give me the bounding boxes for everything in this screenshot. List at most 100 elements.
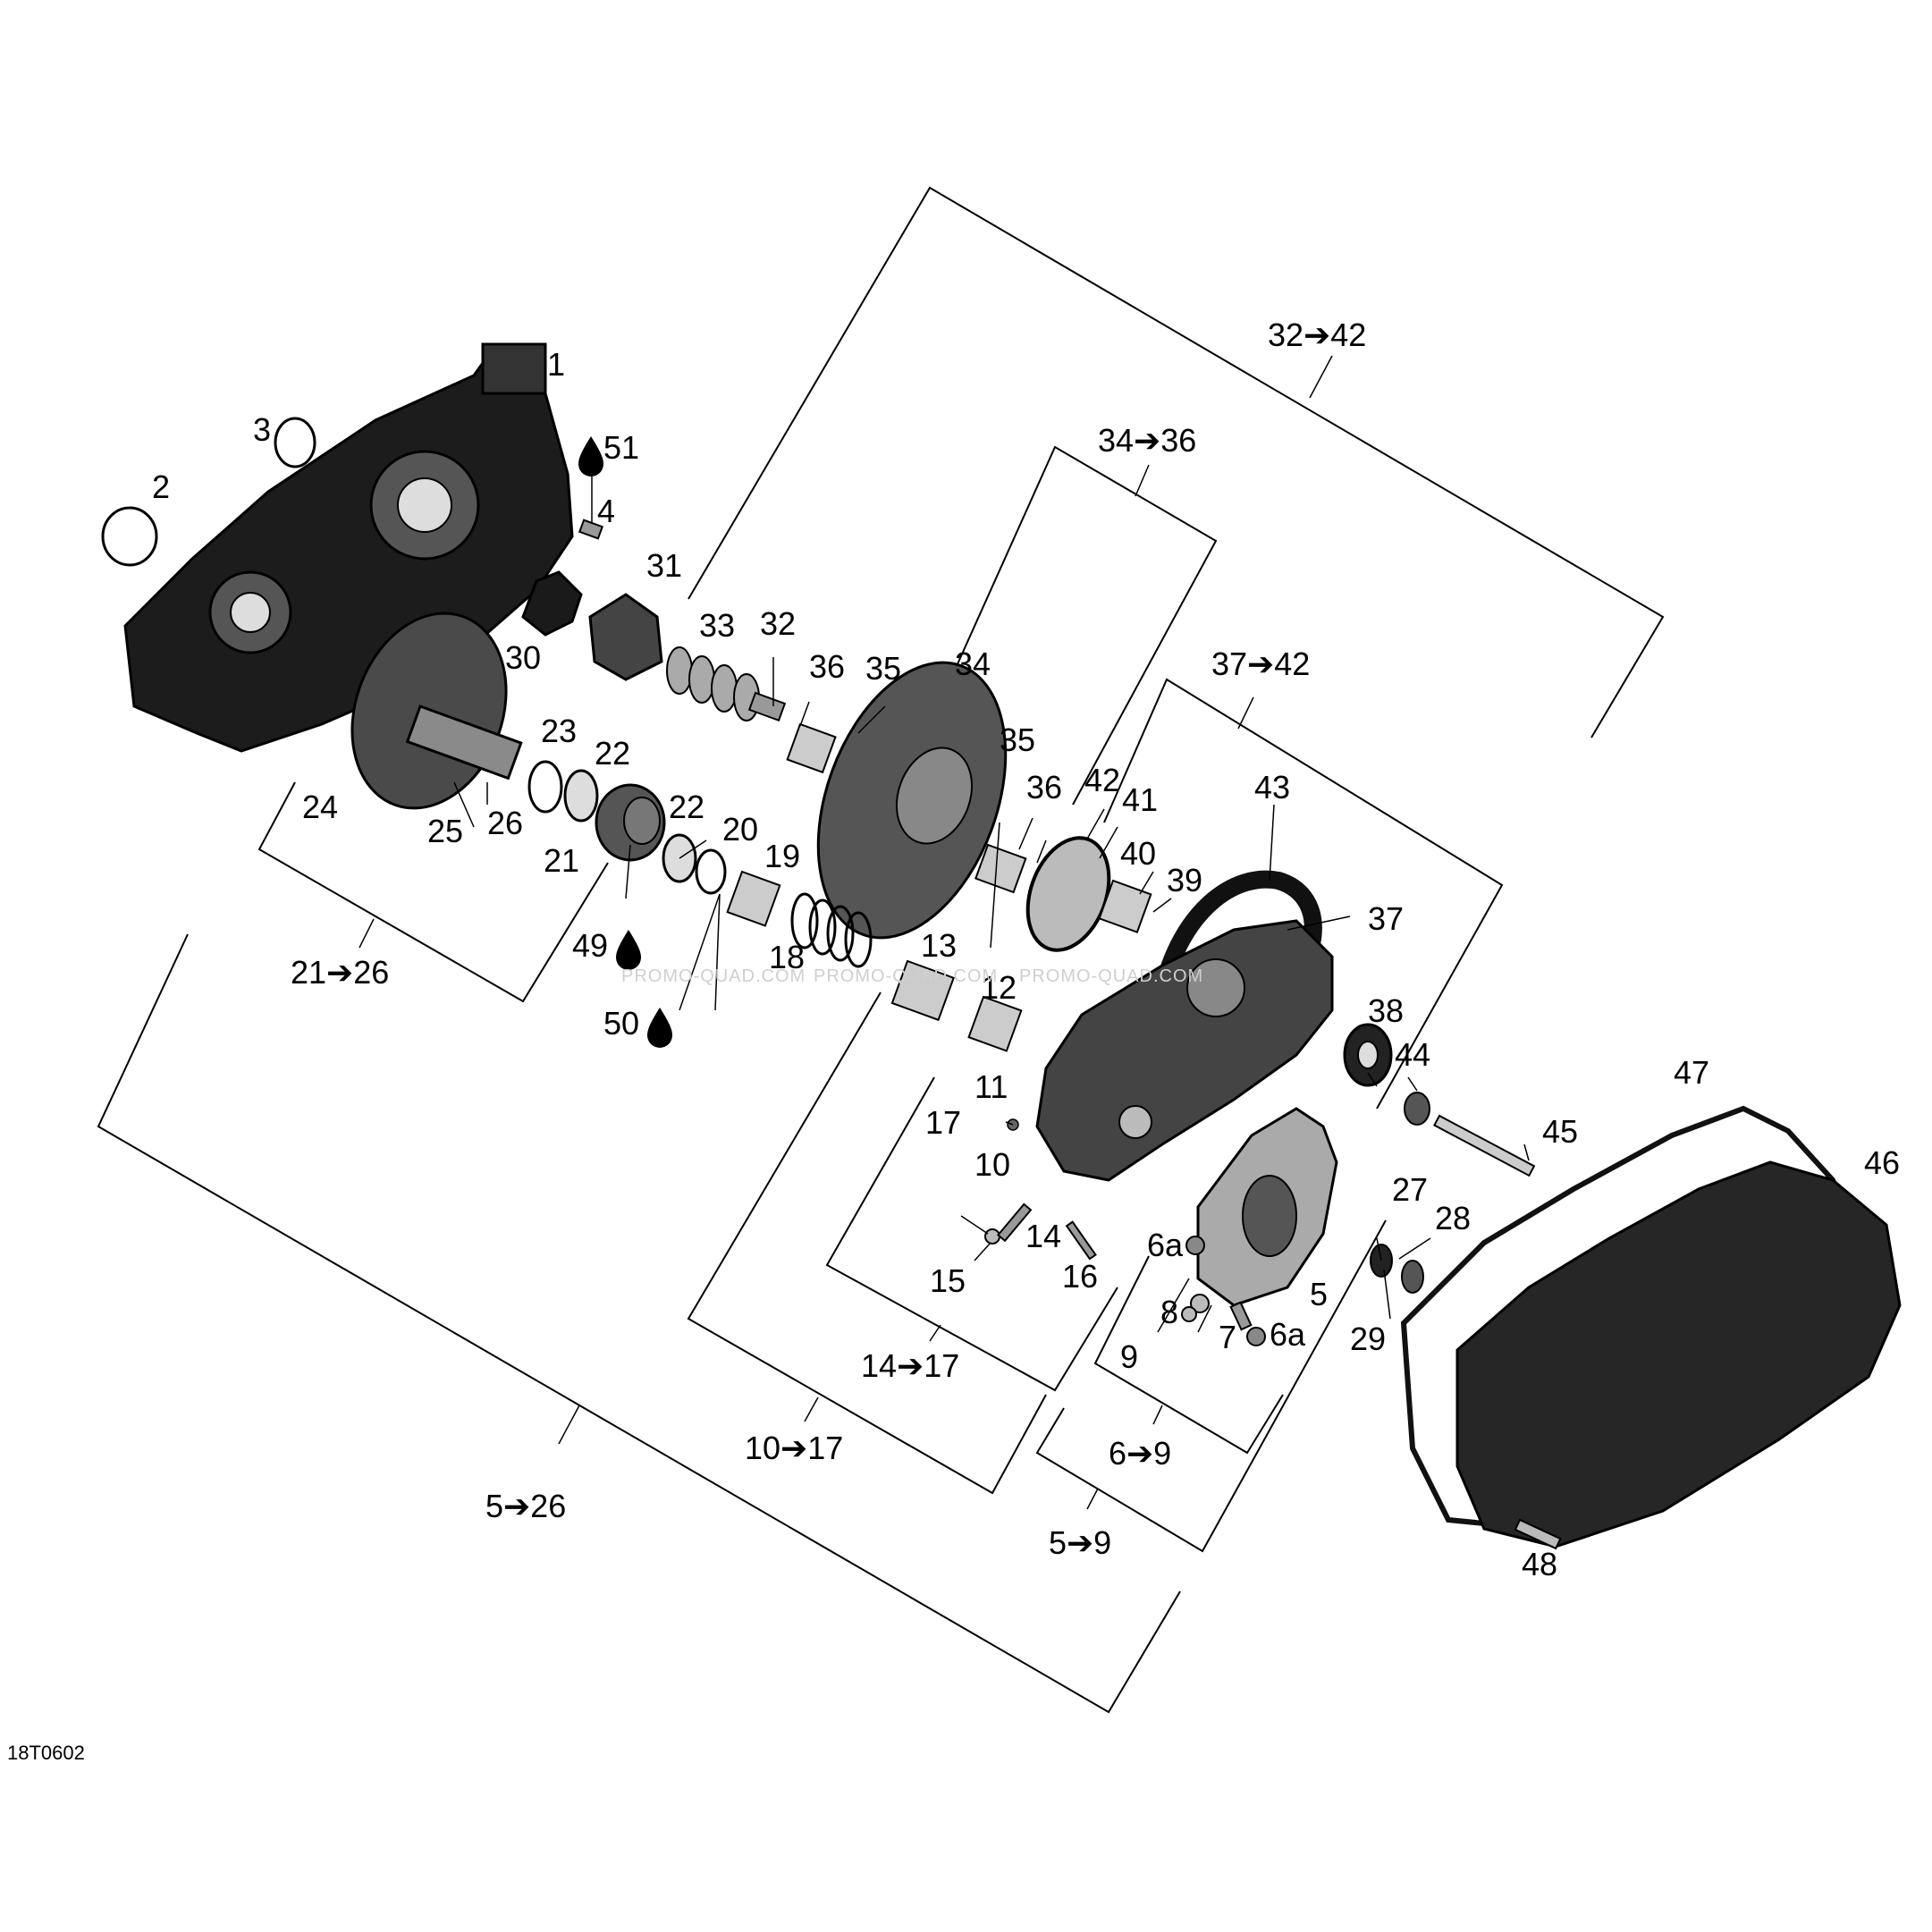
part-label-26: 26: [487, 805, 523, 841]
part-label-12: 12: [981, 969, 1017, 1006]
sleeve-part-13: [890, 959, 955, 1022]
outer-cover-part-46: [1455, 1160, 1902, 1548]
spring-part-18: [790, 892, 873, 968]
leader-lines: [453, 465, 1530, 1333]
o-ring-part-2: [101, 506, 158, 567]
part-label-46: 46: [1864, 1144, 1900, 1181]
part-label-17: 17: [925, 1104, 961, 1141]
part-label-27: 27: [1392, 1171, 1428, 1208]
bushing-part-36a: [786, 722, 837, 774]
part-label-32: 32: [760, 605, 796, 642]
part-label-30: 30: [505, 639, 541, 676]
washer-part-44: [1404, 1092, 1430, 1126]
part-label-35a: 35: [865, 650, 901, 687]
bolt-part-48: [1514, 1518, 1562, 1550]
part-label-10: 10: [974, 1146, 1010, 1183]
spider-part-30: [521, 570, 583, 637]
group-label-5-26: 5➔26: [485, 1488, 566, 1524]
part-label-22a: 22: [595, 735, 630, 772]
ring-part-22a: [563, 769, 599, 823]
part-label-47: 47: [1674, 1054, 1709, 1091]
part-label-13: 13: [921, 927, 957, 964]
part-label-5a: 5: [1310, 1276, 1328, 1312]
part-label-14: 14: [1025, 1218, 1061, 1254]
part-label-2: 2: [152, 468, 170, 505]
diagram-code: 18T0602: [7, 1742, 85, 1764]
pin-part-7: [1229, 1301, 1253, 1331]
bracket-5-26: [97, 933, 1181, 1714]
oil-drop-icon: [578, 436, 603, 477]
group-label-14-17: 14➔17: [861, 1347, 959, 1384]
part-label-7: 7: [1219, 1319, 1236, 1355]
bushing-part-39: [1098, 879, 1152, 933]
part-label-19: 19: [764, 838, 800, 874]
part-label-36a: 36: [809, 648, 845, 685]
governor-cup-part-42: [1025, 836, 1111, 952]
bracket-5-9: [1035, 1219, 1387, 1553]
part-label-29: 29: [1350, 1320, 1386, 1357]
bracket-32-42: [688, 186, 1665, 738]
part-label-35b: 35: [1000, 721, 1035, 758]
pin-part-16: [1065, 1220, 1097, 1261]
o-ring-part-20: [695, 848, 727, 895]
part-label-1: 1: [547, 346, 565, 383]
cap-part-6a-a: [1185, 1236, 1205, 1255]
part-label-31: 31: [646, 547, 682, 584]
ramp-part-31: [588, 593, 663, 681]
part-label-9: 9: [1120, 1338, 1138, 1375]
part-label-23: 23: [541, 713, 577, 749]
part-label-39: 39: [1167, 862, 1202, 899]
part-label-38: 38: [1368, 992, 1404, 1029]
group-label-37-42: 37➔42: [1211, 645, 1310, 682]
part-label-34: 34: [955, 645, 991, 682]
part-label-28: 28: [1435, 1200, 1471, 1236]
spring-part-33: [666, 646, 787, 722]
sleeve-part-12: [967, 995, 1023, 1052]
part-label-41: 41: [1122, 781, 1158, 818]
part-label-42: 42: [1084, 762, 1120, 798]
part-label-16: 16: [1062, 1258, 1098, 1295]
group-label-10-17: 10➔17: [745, 1430, 843, 1466]
part-label-8: 8: [1160, 1294, 1178, 1330]
group-label-32-42: 32➔42: [1268, 316, 1366, 353]
part-label-40: 40: [1120, 835, 1156, 872]
part-label-50: 50: [603, 1005, 639, 1042]
part-label-36b: 36: [1026, 769, 1062, 806]
bracket-37-42: [1103, 678, 1504, 1109]
pin-part-14: [996, 1202, 1033, 1243]
bracket-10-17: [687, 991, 1047, 1495]
part-label-18: 18: [769, 939, 805, 975]
group-range-labels: 32➔42 34➔36 37➔42 21➔26 14➔17 10➔17 6➔9 …: [291, 316, 1366, 1561]
drive-shaft-part: [405, 704, 523, 780]
driven-pulley-part-37: [1035, 919, 1334, 1182]
group-label-5-9: 5➔9: [1049, 1524, 1111, 1561]
part-label-45: 45: [1542, 1113, 1578, 1150]
part-label-22b: 22: [669, 789, 704, 825]
bearing-part-19: [726, 870, 781, 927]
o-ring-part-3: [274, 417, 316, 468]
part-label-15: 15: [930, 1262, 966, 1299]
bracket-6-9: [1093, 1255, 1284, 1455]
oil-drop-icon: [616, 930, 641, 970]
part-label-43: 43: [1254, 769, 1290, 806]
part-label-33: 33: [699, 607, 735, 644]
part-label-37: 37: [1368, 900, 1404, 937]
part-number-labels: 1 2 3 4 5 5 6a 6a 7 8 9 10 11 12 13 14 1…: [152, 346, 1900, 1582]
part-label-49: 49: [572, 927, 608, 964]
watermark-text-a: PROMO-QUAD.COM: [621, 966, 806, 986]
part-label-11: 11: [974, 1068, 1008, 1105]
spring-part-8: [1190, 1294, 1210, 1313]
part-label-25: 25: [427, 813, 463, 849]
oil-drop-icons: [578, 436, 672, 1048]
part-label-20: 20: [722, 811, 758, 848]
group-label-6-9: 6➔9: [1109, 1435, 1171, 1472]
bolt-part-4: [578, 519, 604, 540]
ring-part-23: [527, 760, 563, 814]
cover-air-duct: [481, 342, 547, 395]
part-label-3: 3: [253, 411, 271, 448]
watermark-text-b: PROMO-QUAD.COM: [814, 966, 998, 986]
screw-part-15: [984, 1228, 1000, 1244]
part-label-6a-a: 6a: [1147, 1227, 1184, 1263]
range-brackets: [97, 186, 1665, 1714]
